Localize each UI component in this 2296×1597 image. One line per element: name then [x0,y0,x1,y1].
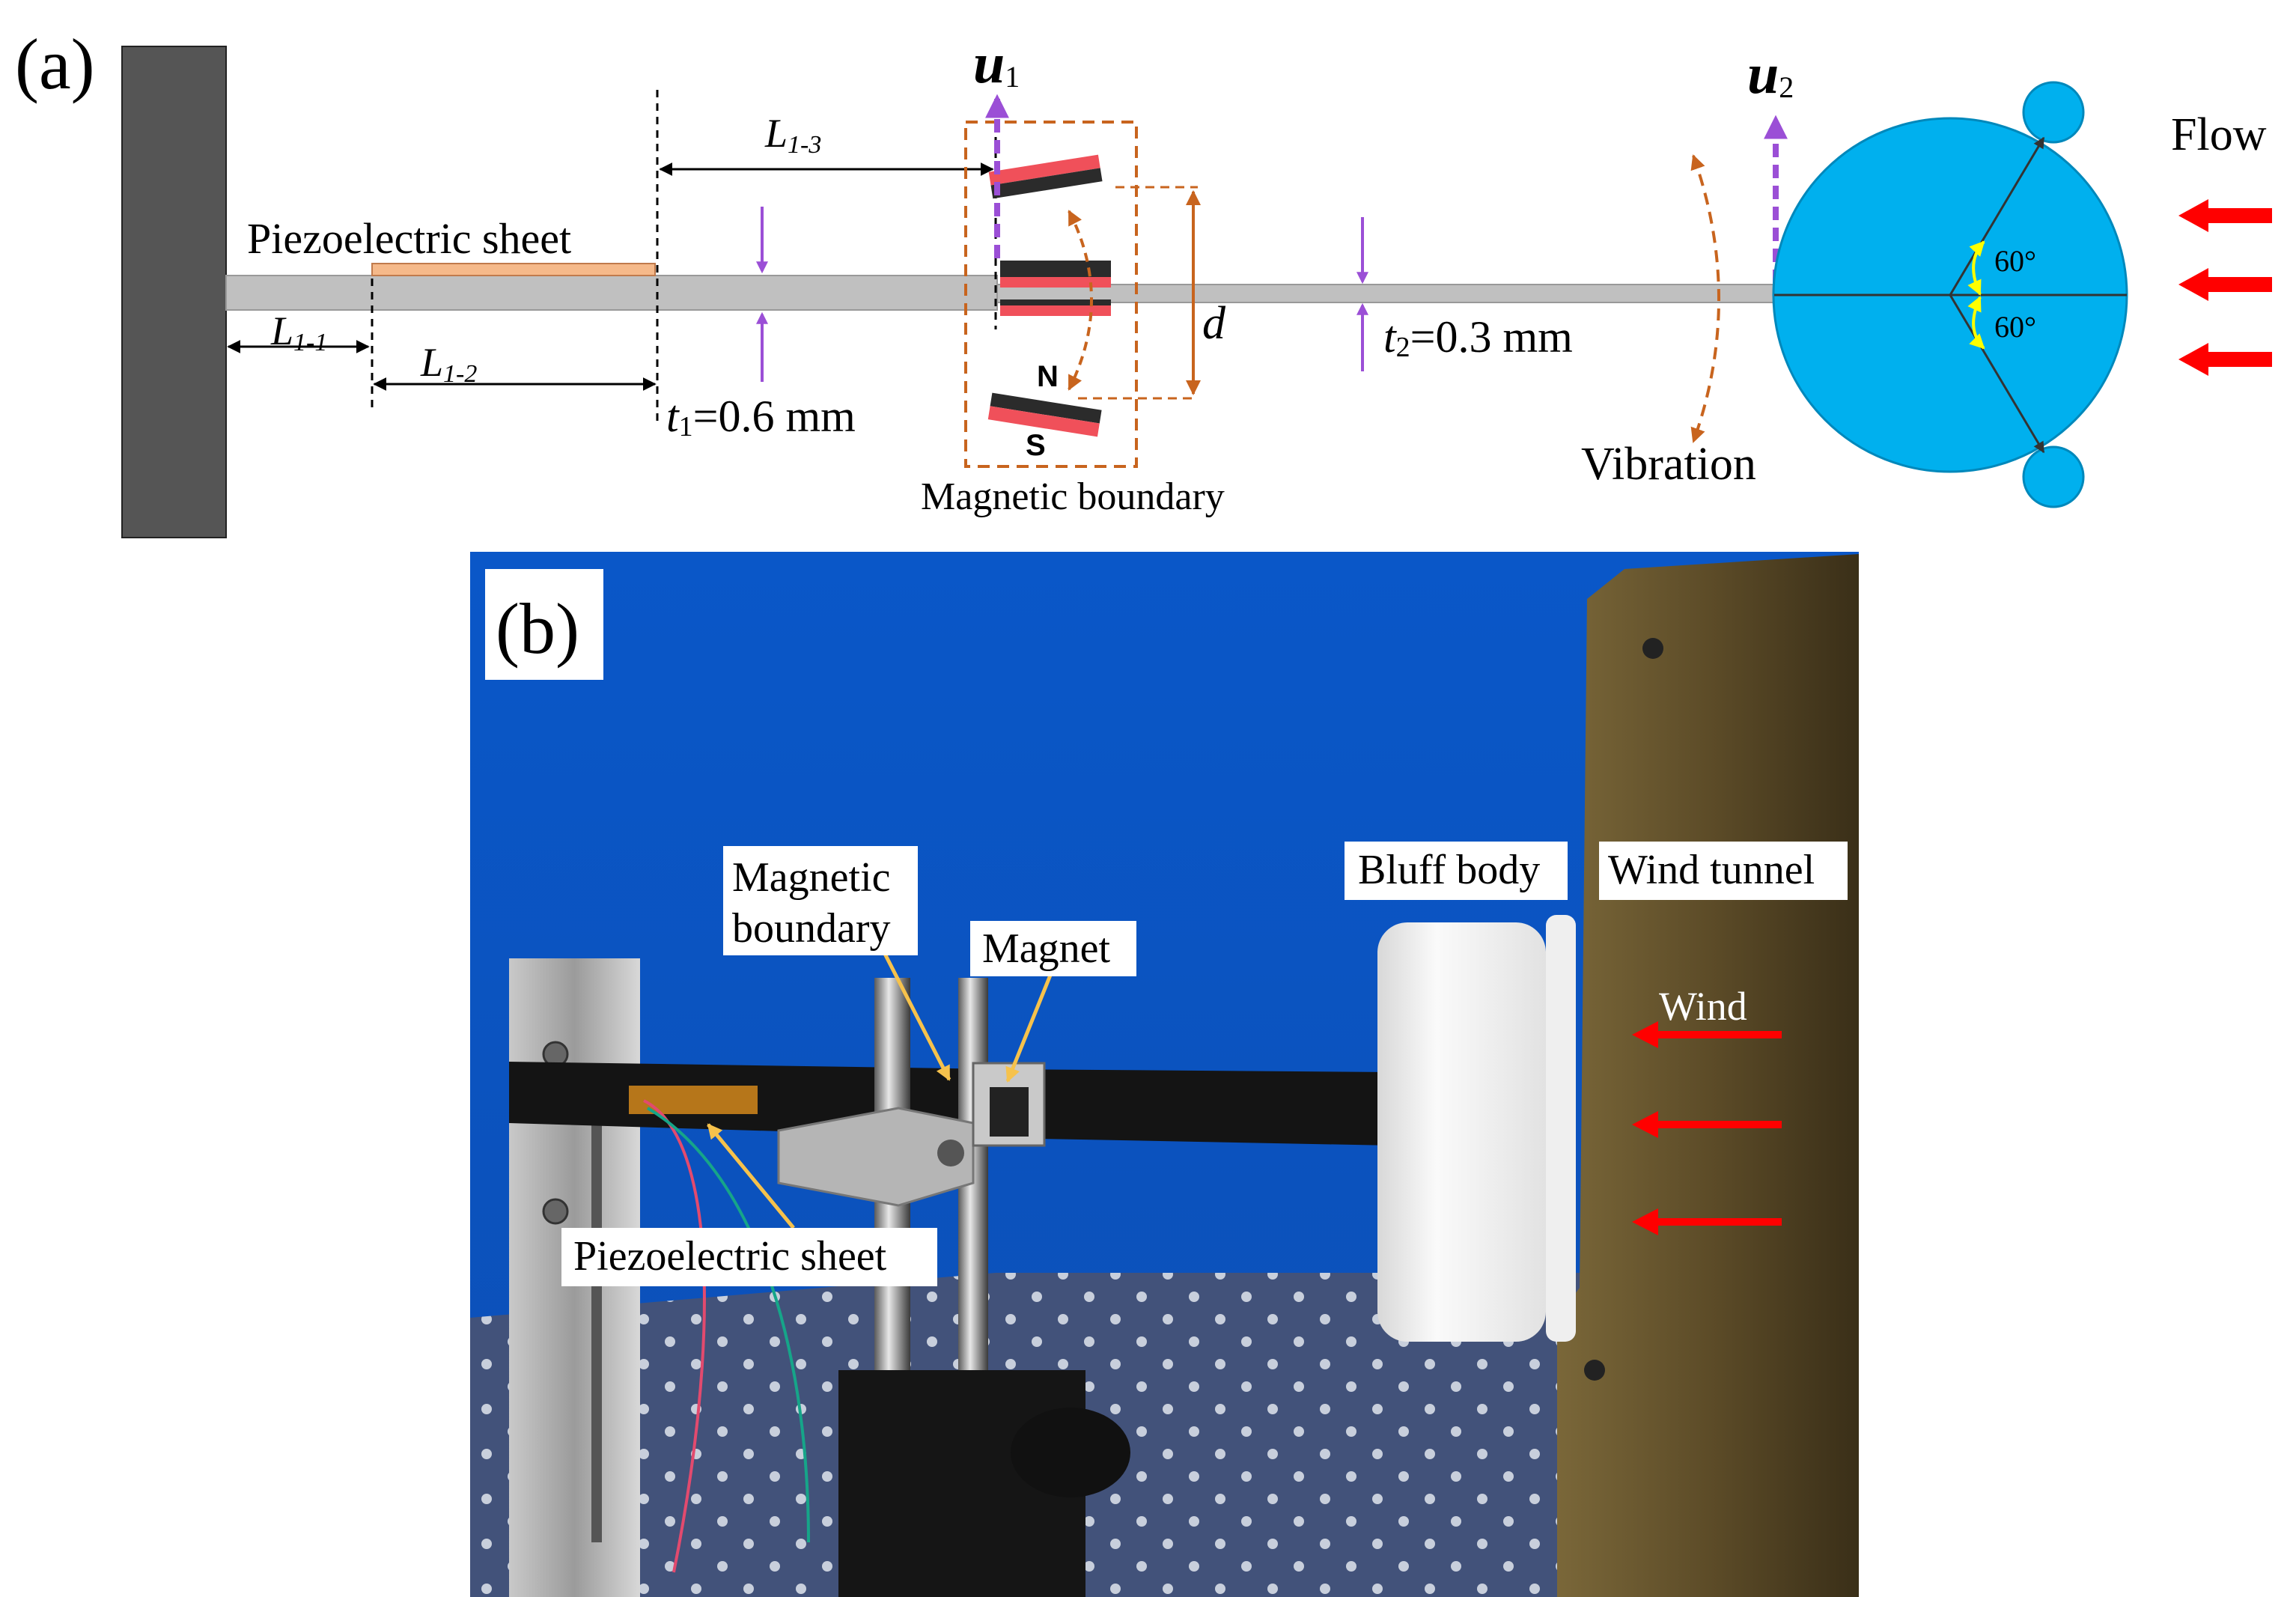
flow-arrows [2178,199,2272,376]
angle-arc-bottom [1967,296,1985,350]
bluff-body-label-box [1345,842,1568,900]
magnetic-boundary-label: Magnetic boundary [921,475,1225,518]
u2-label: u2 [1747,43,1794,106]
panel-b-label: (b) [496,588,579,669]
u1-label: u1 [973,32,1020,95]
magnetic-boundary-line1: Magnetic [732,854,890,901]
panel-b: Wind (b) Magnetic boundary Magnet Bluff … [470,552,1859,1597]
tip-magnet-red-top [1000,277,1111,288]
clamp-slot [591,1063,602,1542]
wind-label: Wind [1659,984,1747,1029]
photo-bluff-fin [1546,915,1576,1342]
t2-label: t2=0.3 mm [1383,312,1573,363]
bluff-body-attachment-bottom [2022,445,2085,508]
photo-beam [509,1062,1392,1146]
callout-magnetic-boundary [881,949,951,1081]
angle-bottom-label: 60° [1994,310,2036,344]
tunnel-screw-top [1642,638,1663,659]
magnet-label: Magnet [982,925,1111,972]
optical-table [470,1273,1859,1597]
flow-arrow-3 [2178,343,2272,376]
piezo-sheet-label: Piezoelectric sheet [247,214,571,263]
lower-magnet [987,392,1102,437]
vibration-arrow [1690,154,1720,443]
dim-L12-label: L1-2 [420,340,477,388]
tunnel-screw-bottom [1584,1360,1605,1381]
wind-tunnel-label: Wind tunnel [1608,847,1815,893]
panel-b-label-box [485,569,603,680]
piezo-sheet [371,263,656,276]
panel-a-label: (a) [15,24,95,104]
wind-arrows [1632,1021,1782,1235]
photo-magnet [990,1087,1029,1137]
callout-piezo [707,1123,795,1229]
flow-arrow-1 [2178,199,2272,232]
magnetic-boundary-box [964,121,1138,468]
t1-label: t1=0.6 mm [666,392,856,442]
tip-magnet-red-bottom [1000,305,1111,316]
beam-thick [225,275,998,311]
angle-arc-top [1967,240,1985,296]
panel-a: (a) Piezoelectric sheet L1-1 L1-2 L1-3 t… [15,24,2272,538]
wind-tunnel-label-box [1599,842,1848,900]
wind-tunnel-body [1557,554,1859,1597]
flow-label: Flow [2171,109,2267,160]
bluff-body-label: Bluff body [1358,847,1540,893]
photo-bluff-body [1377,922,1546,1342]
upper-magnet [988,154,1103,199]
wind-arrow-3-head [1632,1208,1658,1235]
piezo-label: Piezoelectric sheet [573,1233,887,1280]
magnetic-boundary-label-box [723,846,918,955]
clamp-bolt-bottom [542,1198,569,1225]
pole-s-label: S [1026,429,1046,462]
beam-thin [996,284,1776,303]
bluff-body-attachment-top [2022,81,2085,144]
stand-knob [1011,1408,1130,1497]
wind-arrow-1-head [1632,1021,1658,1048]
callout-magnet [1005,973,1053,1083]
magnet-swing-arrow [1068,210,1093,391]
holder-block [777,1107,975,1207]
tip-magnet-black-top [1000,261,1111,277]
vibration-label: Vibration [1581,439,1756,490]
clamp-block [121,46,227,538]
holder-bolt [937,1140,964,1166]
dim-L13-label: L1-3 [764,111,821,159]
bluff-body-radius-top [1949,136,2045,296]
magnetic-boundary-line2: boundary [732,905,891,952]
flow-arrow-2 [2178,268,2272,301]
dim-L11-label: L1-1 [270,308,327,356]
piezo-label-box [561,1228,937,1286]
wind-arrow-2-head [1632,1111,1658,1138]
angle-top-label: 60° [1994,244,2036,278]
pole-n-label: N [1037,360,1059,393]
bluff-body-radius-bottom [1949,294,2045,454]
magnet-label-box [970,921,1136,976]
d-label: d [1202,298,1226,349]
